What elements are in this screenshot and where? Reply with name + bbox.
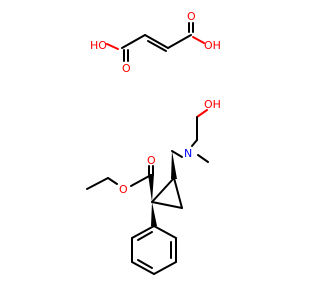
atom-ester-o: O: [119, 183, 128, 196]
bond-left-ho: [106, 43, 119, 50]
bond-ring-c1-c3: [173, 177, 183, 209]
bond-oh-ch2: [196, 109, 208, 118]
bond-ph-3: [153, 261, 177, 275]
chemical-structure-canvas: HO O O OH: [86, 10, 221, 275]
bond-right-c-alkene: [167, 34, 192, 49]
atom-hydroxy-oh: OH: [204, 98, 221, 111]
wedge-quat-ester: [148, 174, 154, 202]
fumaric-acid: HO O O OH: [90, 10, 221, 75]
bond-alkene-1: [144, 34, 169, 49]
bond-right-oh: [192, 36, 205, 44]
bond-ph-1: [153, 225, 177, 239]
bond-ring-c2-c3: [151, 201, 183, 209]
bond-alkene-2: [147, 40, 167, 52]
atom-right-oh: OH: [204, 39, 221, 52]
bond-ch2-ch3: [86, 177, 109, 190]
wedge-quat-phenyl: [151, 202, 157, 226]
bond-ch2-n: [191, 139, 198, 147]
bond-left-c-alkene: [121, 34, 146, 49]
atom-left-carbonyl-o: O: [122, 62, 131, 75]
bond-ester-c-o: [130, 174, 152, 187]
bond-ring-c1-c2: [151, 177, 175, 203]
bond-n-methyl: [197, 154, 209, 163]
bond-ph-inner-2: [137, 259, 153, 269]
bond-n-ch2: [171, 150, 183, 158]
atom-left-ho: HO: [90, 39, 107, 52]
atom-amine-n: N: [184, 147, 192, 160]
atom-ester-carbonyl-o: O: [147, 154, 156, 167]
bond-ph-6: [131, 225, 155, 239]
bond-o-ch2: [107, 177, 118, 185]
atom-right-carbonyl-o: O: [187, 10, 196, 23]
wedge-ch2-cyclopropane: [171, 151, 177, 179]
bond-ph-inner-3: [137, 231, 153, 241]
milnacipran-ethyl-ester: OH N O O: [86, 98, 221, 275]
bond-ph-4: [131, 261, 155, 275]
